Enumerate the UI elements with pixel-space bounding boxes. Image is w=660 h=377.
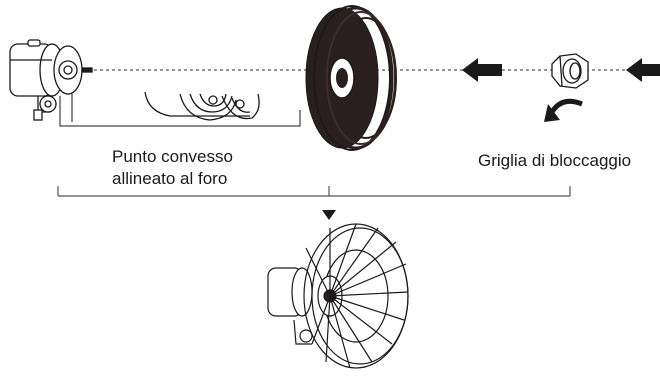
direction-arrow-left-2 [626,58,660,82]
front-grille [305,5,397,151]
locking-nut [551,53,589,89]
convex-point-label: Punto convesso allineato al foro [112,146,233,190]
convex-point-label-line2: allineato al foro [112,169,228,188]
locking-grille-label: Griglia di bloccaggio [478,151,632,170]
motor-housing [9,39,301,127]
rotate-arrow-icon [544,98,583,122]
assembled-fan [267,223,409,369]
convex-point-label-line1: Punto convesso [112,147,233,166]
down-arrow-icon [322,210,336,220]
assembly-bracket [57,186,571,197]
rear-guard-detail [144,91,260,121]
direction-arrow-left-1 [462,58,502,82]
